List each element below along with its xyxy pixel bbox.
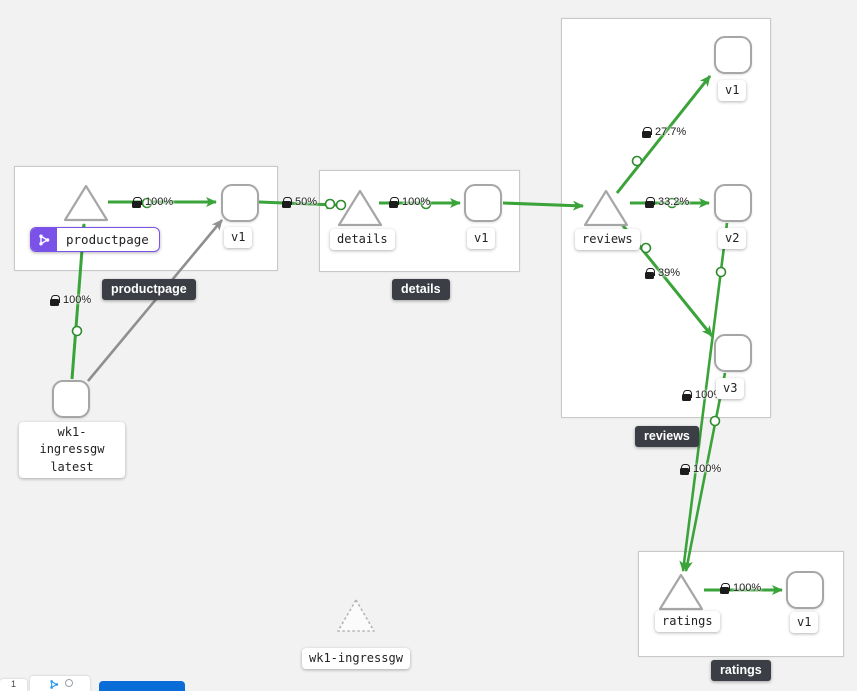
mtls-lock-icon xyxy=(680,463,690,475)
traffic-points xyxy=(71,155,727,427)
mtls-lock-icon xyxy=(645,196,655,208)
node-label: productpage xyxy=(66,232,149,247)
group-badge-details: details xyxy=(392,279,450,300)
mtls-lock-icon xyxy=(282,196,292,208)
edge-v1-to-details[interactable] xyxy=(258,199,337,210)
edge-label-details-v1[interactable]: 100% xyxy=(389,196,430,208)
group-badge-ratings: ratings xyxy=(711,660,771,681)
node-ratings-v1[interactable] xyxy=(786,571,824,609)
node-label-ingress-idle: wk1-ingressgw xyxy=(302,648,410,670)
mtls-lock-icon xyxy=(50,294,60,306)
node-ratings-app[interactable] xyxy=(657,572,705,612)
edge-v2-to-ratings[interactable] xyxy=(679,222,729,572)
node-label-ingress: wk1-ingressgw latest xyxy=(19,422,125,479)
edge-label-v1-details[interactable]: 50% xyxy=(282,196,317,208)
node-reviews-v1[interactable] xyxy=(714,36,752,74)
edge-label-reviews-v1[interactable]: 27.7% xyxy=(642,126,686,138)
node-label: v1 xyxy=(718,80,747,102)
node-label: v1 xyxy=(790,612,819,634)
node-reviews-v3[interactable] xyxy=(714,334,752,372)
magnifier-icon xyxy=(64,679,73,687)
node-productpage-app[interactable] xyxy=(62,183,110,223)
group-badge-reviews: reviews xyxy=(635,426,699,447)
edge-reviews-to-v1[interactable] xyxy=(615,75,712,194)
mtls-lock-icon xyxy=(720,582,730,594)
node-reviews-app[interactable] xyxy=(582,188,630,228)
node-productpage-v1[interactable] xyxy=(221,184,259,222)
node-ingress-idle[interactable] xyxy=(335,597,377,634)
node-label: v3 xyxy=(716,378,745,400)
node-ingress-workload[interactable] xyxy=(52,380,90,418)
edge-ingress-to-productpage-v1[interactable] xyxy=(87,219,223,382)
graph-tool-button[interactable] xyxy=(30,676,90,691)
mtls-lock-icon xyxy=(132,196,142,208)
mtls-lock-icon xyxy=(645,267,655,279)
zoom-level-chip[interactable]: 1 xyxy=(0,679,27,691)
node-label: v2 xyxy=(718,228,747,250)
edge-label-reviews-v2[interactable]: 33.2% xyxy=(645,196,689,208)
edge-v3-to-ratings[interactable] xyxy=(683,372,727,572)
node-label: v1 xyxy=(467,228,496,250)
graph-icon xyxy=(49,680,58,689)
mtls-lock-icon xyxy=(389,196,399,208)
node-label: details xyxy=(330,229,395,251)
node-label: ratings xyxy=(655,611,720,633)
app-versions-icon xyxy=(31,228,57,251)
node-label: v1 xyxy=(224,227,253,249)
node-label: reviews xyxy=(575,229,640,251)
productpage-app-label[interactable]: productpage xyxy=(30,227,160,252)
node-reviews-v2[interactable] xyxy=(714,184,752,222)
edge-label-productpage-v1[interactable]: 100% xyxy=(132,196,173,208)
edge-label-reviews-v3[interactable]: 39% xyxy=(645,267,680,279)
mtls-lock-icon xyxy=(642,126,652,138)
group-badge-productpage: productpage xyxy=(102,279,196,300)
primary-action-button[interactable] xyxy=(99,681,185,691)
edge-label-v3-ratings[interactable]: 100% xyxy=(680,463,721,475)
mtls-lock-icon xyxy=(682,389,692,401)
node-details-app[interactable] xyxy=(336,188,384,228)
edge-details-v1-to-reviews[interactable] xyxy=(502,200,584,211)
node-details-v1[interactable] xyxy=(464,184,502,222)
edge-label-ratings-v1[interactable]: 100% xyxy=(720,582,761,594)
edge-label-ingress-productpage[interactable]: 100% xyxy=(50,294,91,306)
